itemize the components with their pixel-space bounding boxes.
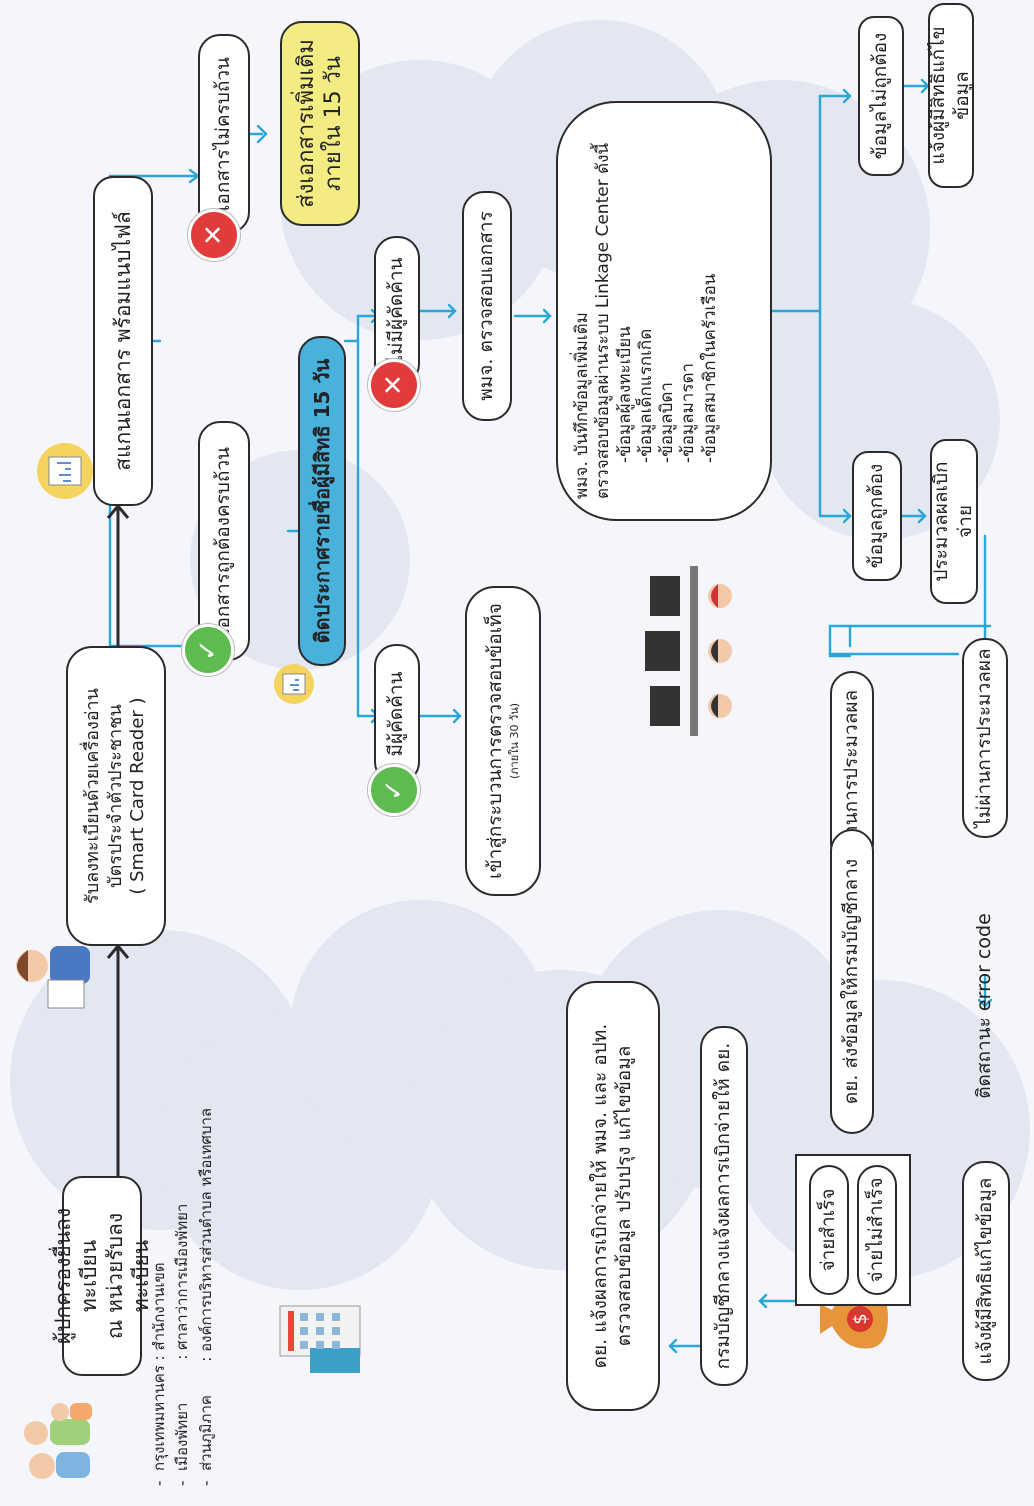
- process-label: ประมวลผลเบิกจ่าย: [930, 461, 976, 582]
- svg-text:$: $: [850, 1313, 871, 1324]
- dy-notify-box: ดย. แจ้งผลการเบิกจ่ายให้ พมจ. และ อปท.ตร…: [566, 981, 660, 1411]
- record-title: พมจ. บันทึกข้อมูลเพิ่มเติม: [572, 312, 592, 499]
- docs-incomplete-box: เอกสารไม่ครบถ้วน: [198, 34, 250, 234]
- notify-fix-top-box: แจ้งผู้มีสิทธิแก้ไขข้อมูล: [927, 3, 974, 188]
- check-docs-label: พมจ. ตรวจสอบเอกสาร: [475, 211, 498, 401]
- objection-label: มีผู้คัดค้าน: [385, 671, 408, 757]
- check-docs-box: พมจ. ตรวจสอบเอกสาร: [462, 191, 512, 421]
- applicant-line: ผู้ปกครองยื่นลงทะเบียน: [50, 1207, 101, 1345]
- notify-fix-bottom-box: แจ้งผู้มีสิทธิแก้ไขข้อมูล: [962, 1161, 1010, 1381]
- card-reader-box: รับลงทะเบียนด้วยเครื่องอ่านบัตรประจำตัวป…: [66, 646, 166, 946]
- agency-row: - เมืองพัทยา : ศาลาว่าการเมืองพัทยา: [173, 1203, 192, 1486]
- record-box: พมจ. บันทึกข้อมูลเพิ่มเติม ตรวจสอบข้อมูล…: [556, 101, 772, 521]
- investigate-box: เข้าสู่กระบวนการตรวจสอบข้อเท็จ(ภายใน 30 …: [465, 586, 541, 896]
- send-cgd-label: ดย. ส่งข้อมูลให้กรมบัญชีกลาง: [840, 858, 863, 1105]
- agency-name: ส่วนภูมิภาค: [196, 1395, 215, 1472]
- office-workers-illustration: [645, 566, 732, 736]
- error-code-box: ติดสถานะ error code: [962, 886, 1008, 1126]
- announcement-icon: [274, 664, 314, 704]
- record-item: -ข้อมูลมารดา: [678, 362, 699, 463]
- card-reader-line: ( Smart Card Reader ): [127, 697, 149, 895]
- paid-label: จ่ายสำเร็จ: [817, 1188, 840, 1272]
- cgd-notify-label: กรมบัญชีกลางแจ้งผลการเบิกจ่ายให้ ดย.: [712, 1042, 735, 1370]
- cross-icon: ✕: [188, 209, 240, 261]
- scan-box: สแกนเอกสาร พร้อมแนบไฟล์: [93, 176, 153, 506]
- data-incorrect-label: ข้อมูลไม่ถูกต้อง: [869, 32, 892, 160]
- send-cgd-box: ดย. ส่งข้อมูลให้กรมบัญชีกลาง: [830, 829, 874, 1134]
- pass-label: ผ่านการประมวลผล: [840, 689, 863, 848]
- record-subtitle: ตรวจสอบข้อมูลผ่านระบบ Linkage Center ดัง…: [593, 142, 614, 499]
- data-correct-box: ข้อมูลถูกต้อง: [852, 451, 902, 581]
- process-box: ประมวลผลเบิกจ่าย: [930, 439, 978, 604]
- notify-fix-bottom-label: แจ้งผู้มีสิทธิแก้ไขข้อมูล: [974, 1177, 997, 1365]
- agency-name: เมืองพัทยา: [173, 1402, 192, 1472]
- applicant-line: ณ หน่วยรับลงทะเบียน: [103, 1212, 154, 1340]
- agency-unit: ศาลาว่าการเมืองพัทยา: [173, 1203, 192, 1350]
- scan-label: สแกนเอกสาร พร้อมแนบไฟล์: [110, 211, 135, 471]
- record-item: -ข้อมูลผู้ลงทะเบียน: [614, 326, 635, 463]
- building-illustration: [279, 1305, 361, 1373]
- unpaid-label: จ่ายไม่สำเร็จ: [865, 1177, 888, 1283]
- record-item: -ข้อมูลเด็กแรกเกิด: [635, 328, 656, 463]
- investigate-note: (ภายใน 30 วัน): [508, 702, 521, 780]
- announce-label: ติดประกาศรายชื่อผู้มีสิทธิ 15 วัน: [309, 358, 334, 644]
- cgd-notify-box: กรมบัญชีกลางแจ้งผลการเบิกจ่ายให้ ดย.: [700, 1026, 748, 1386]
- document-icon: [37, 443, 93, 499]
- officer-illustration: [16, 946, 90, 1009]
- no-objection-label: ไม่มีผู้คัดค้าน: [385, 257, 408, 365]
- send-more-line: ภายใน 15 วัน: [321, 56, 346, 191]
- error-code-label: ติดสถานะ error code: [973, 913, 996, 1099]
- notify-fix-top-label: แจ้งผู้มีสิทธิแก้ไขข้อมูล: [927, 26, 973, 165]
- announce-box: ติดประกาศรายชื่อผู้มีสิทธิ 15 วัน: [298, 336, 346, 666]
- objection-box: มีผู้คัดค้าน: [374, 644, 420, 784]
- agency-name: กรุงเทพมหานคร: [150, 1365, 168, 1472]
- check-icon: ✓: [182, 624, 234, 676]
- card-reader-line: รับลงทะเบียนด้วยเครื่องอ่าน: [82, 688, 104, 904]
- applicant-box: ผู้ปกครองยื่นลงทะเบียนณ หน่วยรับลงทะเบีย…: [51, 1176, 153, 1376]
- cross-icon: ✕: [368, 359, 420, 411]
- fail-label: ไม่ผ่านการประมวลผล: [973, 648, 996, 828]
- send-more-line: ส่งเอกสารเพิ่มเติม: [293, 39, 319, 208]
- dy-notify-line: ดย. แจ้งผลการเบิกจ่ายให้ พมจ. และ อปท.: [589, 1023, 612, 1369]
- data-incorrect-box: ข้อมูลไม่ถูกต้อง: [858, 16, 904, 176]
- paid-group-box: จ่ายสำเร็จ จ่ายไม่สำเร็จ: [795, 1154, 911, 1306]
- investigate-label: เข้าสู่กระบวนการตรวจสอบข้อเท็จ: [484, 603, 507, 879]
- data-correct-label: ข้อมูลถูกต้อง: [865, 463, 888, 569]
- record-item: -ข้อมูลสมาชิกในครัวเรือน: [699, 273, 720, 463]
- agency-list: - กรุงเทพมหานคร : สำนักงานเขต - เมืองพัท…: [148, 1108, 218, 1486]
- check-icon: ✓: [368, 764, 420, 816]
- fail-box: ไม่ผ่านการประมวลผล: [962, 638, 1008, 838]
- send-more-box: ส่งเอกสารเพิ่มเติมภายใน 15 วัน: [280, 21, 360, 226]
- docs-complete-label: เอกสารถูกต้องครบถ้วน: [212, 446, 235, 636]
- agency-row: - ส่วนภูมิภาค : องค์การบริหารส่วนตำบล หร…: [196, 1107, 215, 1486]
- agency-unit: องค์การบริหารส่วนตำบล หรือเทศบาล: [196, 1107, 215, 1352]
- paid-box: จ่ายสำเร็จ: [809, 1165, 849, 1295]
- record-item: -ข้อมูลบิดา: [657, 382, 677, 463]
- unpaid-box: จ่ายไม่สำเร็จ: [857, 1165, 897, 1295]
- family-illustration: [24, 1403, 92, 1479]
- dy-notify-line: ตรวจสอบข้อมูล ปรับปรุง แก้ไขข้อมูล: [613, 1045, 635, 1347]
- docs-incomplete-label: เอกสารไม่ครบถ้วน: [212, 56, 235, 212]
- card-reader-line: บัตรประจำตัวประชาชน: [104, 704, 126, 888]
